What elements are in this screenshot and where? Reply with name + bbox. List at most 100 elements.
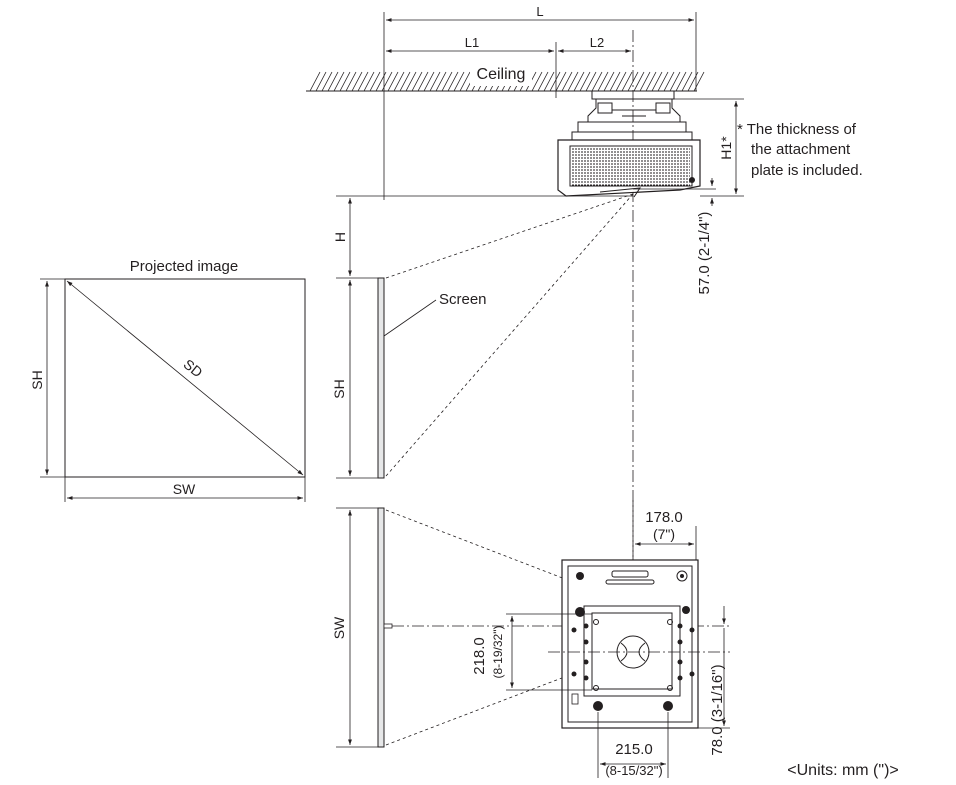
- hatch-line: [687, 71, 699, 92]
- hatch-line: [615, 71, 627, 92]
- dim-218-in: (8-19/32"): [491, 626, 505, 679]
- hatch-line: [405, 71, 417, 92]
- hatch-line: [579, 71, 591, 92]
- screen-side: [377, 277, 385, 479]
- projector-top-view: 178.0 (7"): [548, 500, 730, 729]
- hatch-line: [657, 71, 669, 92]
- hatch-line: [375, 71, 387, 92]
- dim-215-in: (8-15/32"): [605, 763, 662, 778]
- dimension-218: 218.0 (8-19/32"): [471, 613, 592, 691]
- hatch-line: [459, 71, 471, 92]
- dimension-L2: L2: [558, 35, 631, 53]
- hatch-line: [663, 71, 675, 92]
- dimension-H1: H1*: [672, 98, 744, 197]
- projected-image-label: Projected image: [130, 258, 238, 275]
- screen-top: [377, 507, 385, 748]
- hatch-line: [447, 71, 459, 92]
- hatch-line: [315, 71, 327, 92]
- hatch-line: [399, 71, 411, 92]
- dim-L2-label: L2: [590, 35, 604, 50]
- hatch-line: [645, 71, 657, 92]
- mounting-holes: [571, 623, 695, 681]
- hatch-line: [363, 71, 375, 92]
- ceiling-hatch: [309, 71, 705, 92]
- hatch-line: [669, 71, 681, 92]
- hatch-line: [357, 71, 369, 92]
- hatch-line: [681, 71, 693, 92]
- vent-grille: [572, 148, 690, 186]
- projected-image: Projected image SD SH SW: [29, 258, 306, 502]
- dim-215-mm: 215.0: [615, 741, 653, 758]
- hatch-line: [573, 71, 585, 92]
- screen-side-view: H SH Screen: [331, 193, 634, 479]
- projector-side-view: [557, 90, 701, 198]
- screen-label: Screen: [439, 291, 487, 308]
- hatch-line: [327, 71, 339, 92]
- hatch-line: [309, 71, 321, 92]
- mounting-hole: [677, 659, 683, 665]
- dim-218-mm: 218.0: [471, 637, 488, 675]
- hatch-line: [369, 71, 381, 92]
- mounting-hole: [689, 671, 695, 677]
- dim-SW-label: SW: [173, 481, 196, 497]
- dim-SD-label: SD: [181, 356, 206, 381]
- dim-78-label: 78.0 (3-1/16"): [709, 664, 726, 755]
- dim-SH-side-label: SH: [331, 379, 347, 398]
- hatch-line: [621, 71, 633, 92]
- hatch-line: [585, 71, 597, 92]
- dimension-L1: L1: [386, 35, 557, 98]
- dim-SW-top-label: SW: [331, 616, 347, 639]
- dimension-78: 78.0 (3-1/16"): [698, 606, 730, 756]
- mounting-hole: [583, 675, 589, 681]
- mounting-hole: [571, 671, 577, 677]
- mounting-hole: [571, 627, 577, 633]
- dim-178-mm: 178.0: [645, 509, 683, 526]
- note-line-1: * The thickness of: [737, 121, 857, 138]
- hatch-line: [543, 71, 555, 92]
- hatch-line: [603, 71, 615, 92]
- hatch-line: [333, 71, 345, 92]
- dimension-L: L: [383, 4, 697, 200]
- note-line-2: the attachment: [751, 141, 851, 158]
- mounting-hole: [583, 659, 589, 665]
- dimension-57: 57.0 (2-1/4"): [633, 178, 716, 294]
- hatch-line: [381, 71, 393, 92]
- hatch-line: [339, 71, 351, 92]
- mounting-hole: [677, 623, 683, 629]
- ceiling-label: Ceiling: [477, 66, 526, 83]
- hatch-line: [555, 71, 567, 92]
- dim-57-label: 57.0 (2-1/4"): [696, 212, 713, 295]
- hatch-line: [675, 71, 687, 92]
- mounting-hole: [583, 639, 589, 645]
- mounting-hole: [689, 627, 695, 633]
- hatch-line: [567, 71, 579, 92]
- hatch-line: [531, 71, 543, 92]
- hatch-line: [561, 71, 573, 92]
- hatch-line: [417, 71, 429, 92]
- hatch-line: [411, 71, 423, 92]
- mounting-hole: [677, 639, 683, 645]
- hatch-line: [591, 71, 603, 92]
- ceiling: Ceiling: [306, 62, 705, 92]
- hatch-line: [429, 71, 441, 92]
- dim-L-label: L: [536, 4, 543, 19]
- footnote: * The thickness of the attachment plate …: [737, 121, 863, 179]
- hatch-line: [609, 71, 621, 92]
- dim-SH-label: SH: [29, 370, 45, 389]
- hatch-line: [597, 71, 609, 92]
- dim-H-label: H: [332, 232, 348, 242]
- hatch-line: [549, 71, 561, 92]
- dim-L1-label: L1: [465, 35, 479, 50]
- dim-178-in: (7"): [653, 526, 675, 542]
- hatch-line: [651, 71, 663, 92]
- hatch-line: [639, 71, 651, 92]
- hatch-line: [633, 71, 645, 92]
- dim-H1-label: H1*: [718, 136, 734, 160]
- dimension-215: 215.0 (8-15/32"): [597, 712, 669, 778]
- hatch-line: [453, 71, 465, 92]
- hatch-line: [423, 71, 435, 92]
- units-label: <Units: mm (")>: [787, 762, 898, 779]
- mounting-hole: [677, 675, 683, 681]
- note-line-3: plate is included.: [751, 162, 863, 179]
